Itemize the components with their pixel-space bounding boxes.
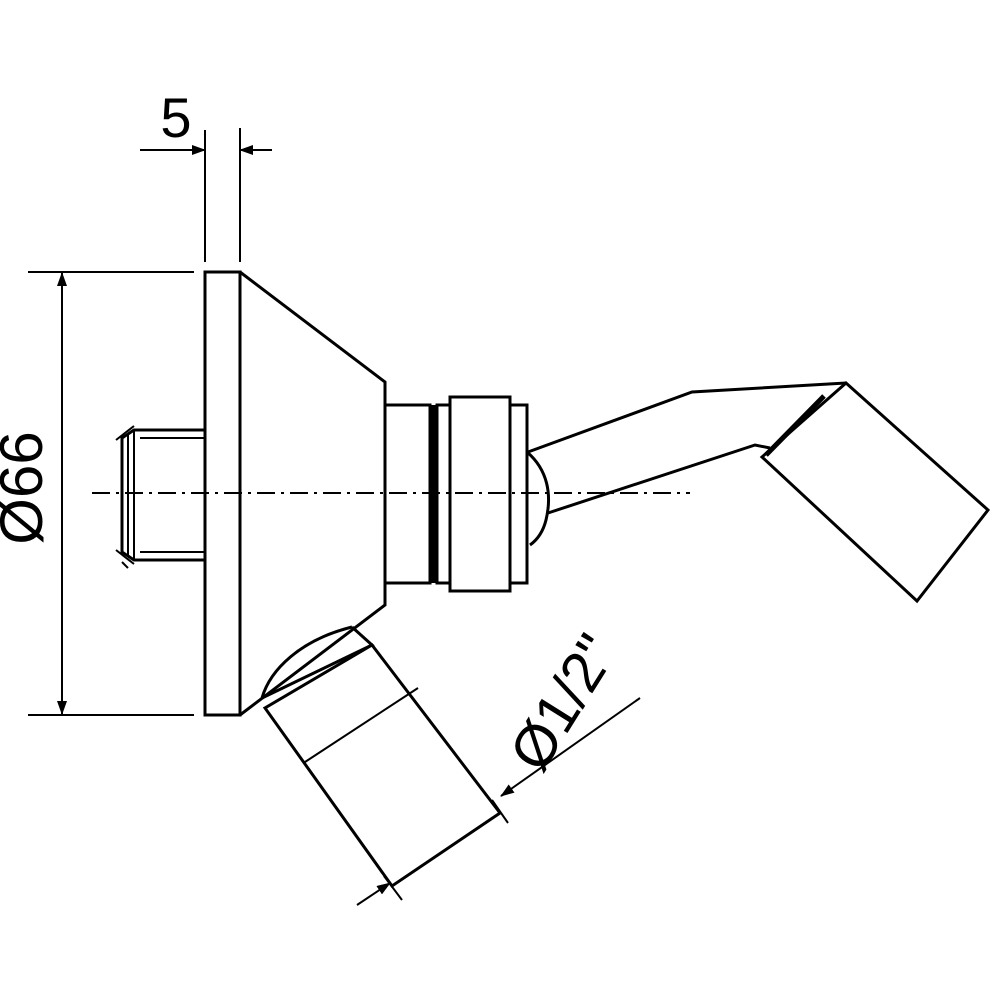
hose-outlet — [260, 625, 503, 889]
width-dimension-label: 5 — [160, 86, 191, 149]
dimension-arrow-lower — [356, 882, 391, 906]
extension-tick-upper — [491, 799, 509, 824]
thread-dimension-label: Ø1/2" — [497, 623, 630, 782]
shower-arm — [526, 381, 847, 547]
diameter-dimension-label: Ø66 — [0, 431, 55, 544]
width-dimension: 5 — [140, 86, 272, 262]
shower-head — [759, 380, 991, 604]
threaded-inlet — [115, 425, 205, 569]
diameter-dimension: Ø66 — [0, 271, 194, 716]
dimension-arrow-upper — [500, 697, 641, 797]
extension-tick-lower — [383, 875, 403, 901]
